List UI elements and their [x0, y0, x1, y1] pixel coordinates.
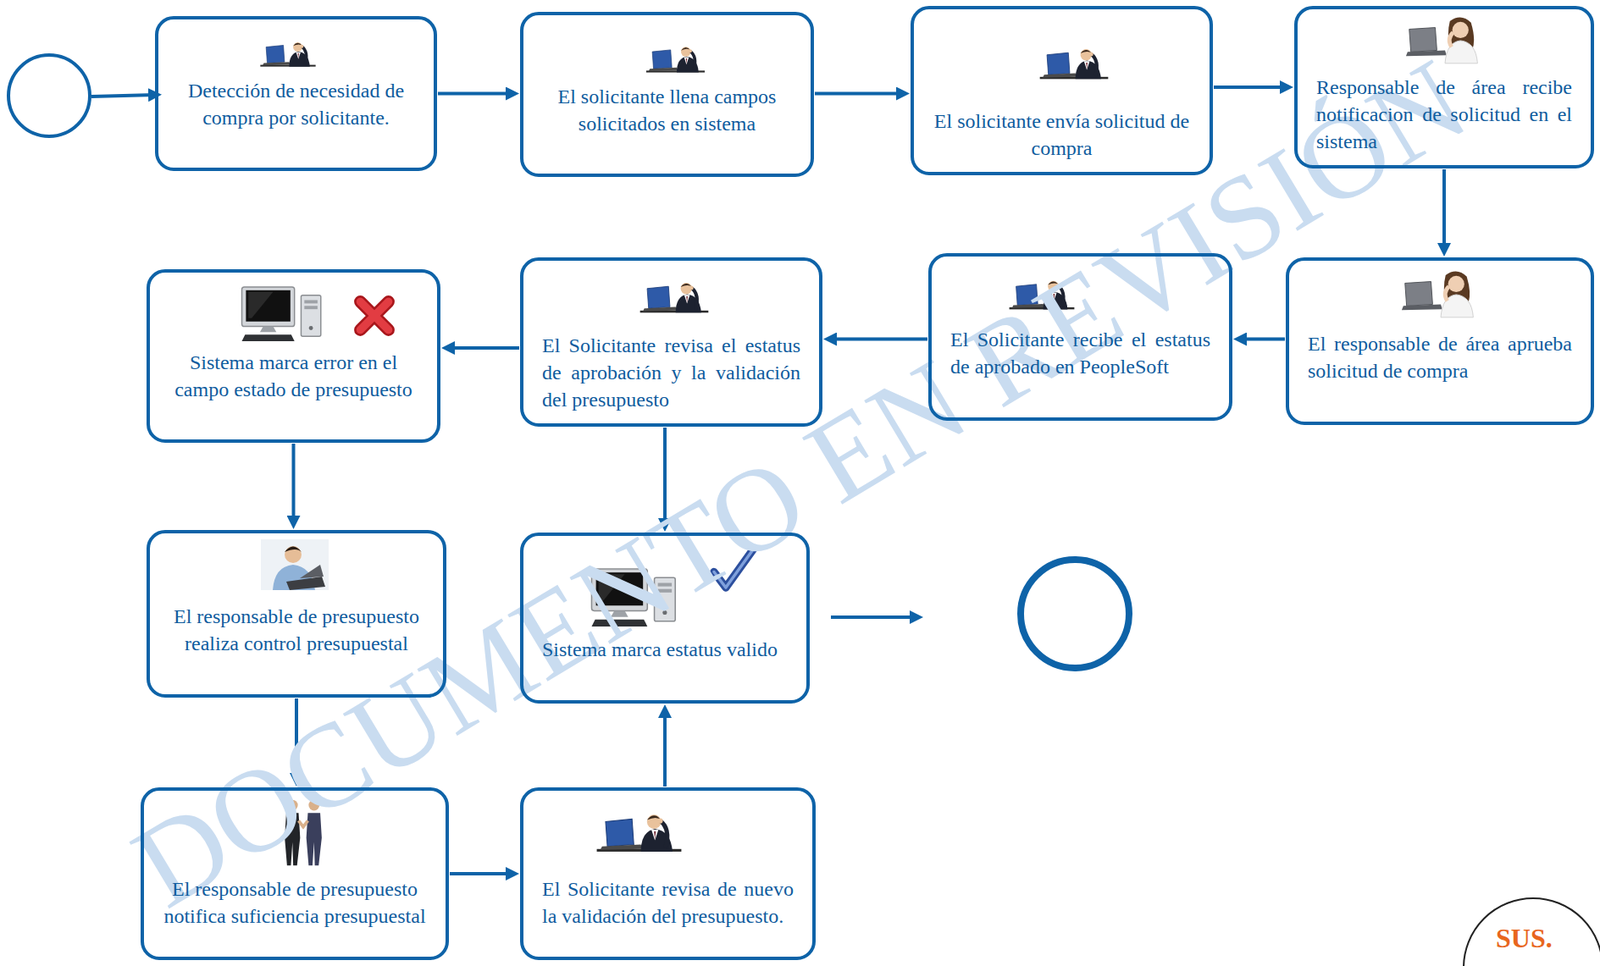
- person-laptop-icon: [646, 46, 705, 72]
- person-laptop-icon: [640, 282, 709, 313]
- process-box: El Solicitante revisa el estatus de apro…: [520, 257, 823, 427]
- woman-laptop-icon: [1401, 271, 1473, 318]
- flow-arrow: [1213, 85, 1287, 89]
- flow-arrow: [1442, 169, 1446, 250]
- flow-arrow: [292, 443, 296, 523]
- box-text: Responsable de área recibe notificacion …: [1316, 73, 1573, 156]
- process-box: El solicitante envía solicitud de compra: [910, 5, 1213, 176]
- box-text: Sistema marca estatus valido: [542, 636, 788, 664]
- box-text: El Solicitante revisa de nuevo la valida…: [542, 875, 794, 931]
- box-text: El Solicitante revisa el estatus de apro…: [542, 332, 801, 414]
- flow-arrow: [1240, 337, 1285, 342]
- process-box: Sistema marca estatus valido: [520, 532, 810, 704]
- flow-arrow: [437, 92, 513, 96]
- box-text: El responsable de área aprueba solicitud…: [1307, 330, 1573, 385]
- flow-arrow: [663, 711, 667, 787]
- process-box: Sistema marca error en el campo estado d…: [146, 269, 441, 443]
- process-box: El responsable de presupuesto realiza co…: [146, 530, 447, 698]
- start-arrow: [91, 94, 156, 97]
- error-mark: [359, 301, 388, 330]
- flow-arrow: [449, 872, 513, 876]
- process-box: El responsable de presupuesto notifica s…: [140, 787, 449, 961]
- process-box: Detección de necesidad de compra por sol…: [155, 16, 438, 172]
- person-laptop-icon: [597, 814, 682, 853]
- box-text: El Solicitante recibe el estatus de apro…: [950, 326, 1211, 381]
- box-text: El responsable de presupuesto realiza co…: [168, 603, 425, 658]
- computer-icon: [242, 287, 322, 342]
- end-event: [1020, 559, 1130, 669]
- process-box: Responsable de área recibe notificacion …: [1294, 5, 1595, 169]
- flow-arrow: [448, 346, 520, 350]
- process-box: El Solicitante recibe el estatus de apro…: [928, 253, 1233, 421]
- process-box: El Solicitante revisa de nuevo la valida…: [520, 787, 816, 961]
- person-laptop-icon: [1040, 49, 1109, 79]
- start-event: [8, 55, 90, 137]
- watermark: DOCUMENTO EN REVISIÓN: [110, 31, 1489, 935]
- person-laptop-icon: [260, 539, 329, 591]
- logo-circle: [1463, 898, 1600, 966]
- box-text: El solicitante llena campos solicitados …: [542, 83, 792, 138]
- box-text: Sistema marca error en el campo estado d…: [168, 348, 419, 404]
- box-text: El responsable de presupuesto notifica s…: [162, 875, 427, 931]
- person-laptop-icon: [260, 42, 316, 67]
- box-text: El solicitante envía solicitud de compra: [932, 107, 1191, 162]
- process-box: El solicitante llena campos solicitados …: [520, 11, 814, 178]
- logo-text: SUS.: [1495, 923, 1553, 955]
- flow-arrow: [814, 92, 903, 96]
- process-box: El responsable de área aprueba solicitud…: [1285, 257, 1595, 426]
- box-text: Detección de necesidad de compra por sol…: [177, 77, 416, 132]
- end-arrow: [830, 615, 917, 620]
